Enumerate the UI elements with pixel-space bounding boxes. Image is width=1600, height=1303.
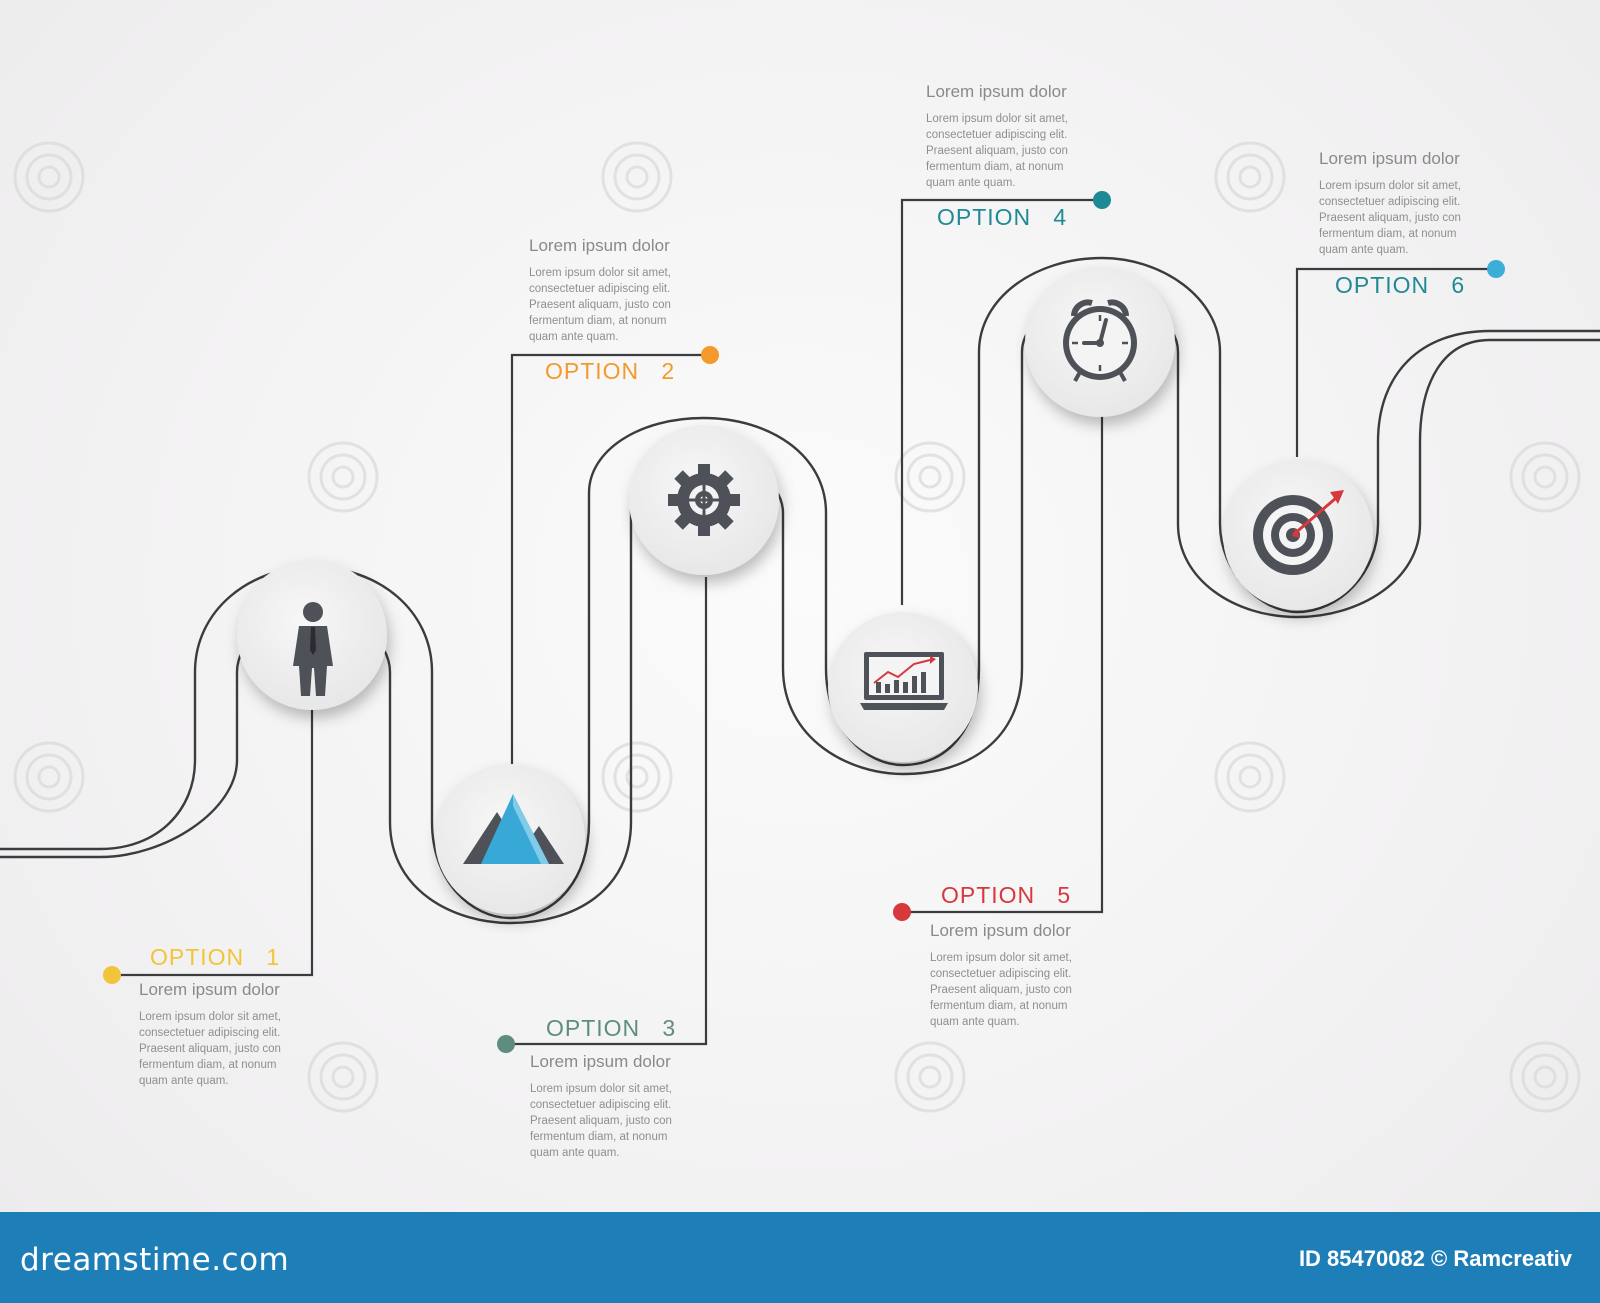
option2-dot xyxy=(701,346,719,364)
option3-connector xyxy=(506,577,708,1046)
watermark-swirl-icon xyxy=(601,141,673,213)
mountain-icon xyxy=(463,794,564,864)
watermark-layer xyxy=(13,141,1581,1113)
option5-body: Lorem ipsum dolor sit amet, consectetuer… xyxy=(930,952,1072,1028)
node-businessman[interactable] xyxy=(237,560,387,710)
node-mountain[interactable] xyxy=(435,764,585,914)
option6-connector xyxy=(1295,267,1496,457)
option3-dot xyxy=(497,1035,515,1053)
watermark-swirl-icon xyxy=(1214,741,1286,813)
watermark-swirl-icon xyxy=(307,441,379,513)
businessman-icon xyxy=(293,602,333,696)
option4-dot xyxy=(1093,191,1111,209)
watermark-swirl-icon xyxy=(894,441,966,513)
option1-text-block: Lorem ipsum dolor Lorem ipsum dolor sit … xyxy=(139,980,314,1089)
dreamstime-logo: dreamstime.com xyxy=(20,1242,290,1278)
infographic-canvas: OPTION 1 OPTION 2 OPTION 3 OPTION 4 OPTI… xyxy=(0,82,1600,1161)
connectors xyxy=(112,198,1496,1046)
option4-label: OPTION 4 xyxy=(937,204,1068,230)
road-diagram xyxy=(0,141,1600,1113)
watermark-footer-bar: dreamstime.com ID 85470082 © Ramcreativ xyxy=(0,1212,1600,1303)
image-id-credit: ID 85470082 © Ramcreativ xyxy=(1298,1246,1572,1271)
option5-connector xyxy=(902,415,1104,914)
option1-dot xyxy=(103,966,121,984)
node-alarm-clock[interactable] xyxy=(1025,267,1175,417)
option4-body: Lorem ipsum dolor sit amet, consectetuer… xyxy=(926,113,1068,189)
node-laptop-chart[interactable] xyxy=(828,612,978,762)
option5-label: OPTION 5 xyxy=(941,882,1072,908)
option3-text-block: Lorem ipsum dolor Lorem ipsum dolor sit … xyxy=(530,1052,705,1161)
option2-body: Lorem ipsum dolor sit amet, consectetuer… xyxy=(529,267,671,343)
option5-dot xyxy=(893,903,911,921)
road-inner-line xyxy=(0,298,1600,925)
option2-text-block: Lorem ipsum dolor Lorem ipsum dolor sit … xyxy=(529,236,704,345)
node-gear[interactable] xyxy=(629,425,779,575)
watermark-swirl-icon xyxy=(13,141,85,213)
watermark-swirl-icon xyxy=(601,741,673,813)
option6-label: OPTION 6 xyxy=(1335,272,1466,298)
option4-connector xyxy=(900,198,1102,605)
watermark-swirl-icon xyxy=(13,741,85,813)
option3-heading: Lorem ipsum dolor xyxy=(530,1052,671,1071)
option6-dot xyxy=(1487,260,1505,278)
option1-heading: Lorem ipsum dolor xyxy=(139,980,280,999)
option1-body: Lorem ipsum dolor sit amet, consectetuer… xyxy=(139,1011,281,1087)
watermark-swirl-icon xyxy=(1509,1041,1581,1113)
option2-heading: Lorem ipsum dolor xyxy=(529,236,670,255)
watermark-swirl-icon xyxy=(1214,141,1286,213)
option5-heading: Lorem ipsum dolor xyxy=(930,921,1071,940)
option4-heading: Lorem ipsum dolor xyxy=(926,82,1067,101)
option6-body: Lorem ipsum dolor sit amet, consectetuer… xyxy=(1319,180,1461,256)
option2-connector xyxy=(510,353,710,764)
option6-text-block: Lorem ipsum dolor Lorem ipsum dolor sit … xyxy=(1319,149,1494,258)
target-icon xyxy=(1253,490,1344,575)
option6-heading: Lorem ipsum dolor xyxy=(1319,149,1460,168)
watermark-swirl-icon xyxy=(307,1041,379,1113)
gear-icon xyxy=(668,464,740,536)
laptop-chart-icon xyxy=(860,652,948,710)
watermark-swirl-icon xyxy=(1509,441,1581,513)
node-target[interactable] xyxy=(1223,460,1373,610)
option5-text-block: Lorem ipsum dolor Lorem ipsum dolor sit … xyxy=(930,921,1105,1030)
winding-road xyxy=(0,256,1600,925)
option2-label: OPTION 2 xyxy=(545,358,676,384)
watermark-swirl-icon xyxy=(894,1041,966,1113)
alarm-clock-icon xyxy=(1063,299,1137,382)
option1-label: OPTION 1 xyxy=(150,944,281,970)
option3-body: Lorem ipsum dolor sit amet, consectetuer… xyxy=(530,1083,672,1159)
option3-label: OPTION 3 xyxy=(546,1015,677,1041)
road-outer-line xyxy=(0,256,1600,920)
option4-text-block: Lorem ipsum dolor Lorem ipsum dolor sit … xyxy=(926,82,1101,191)
option1-connector xyxy=(112,706,314,977)
